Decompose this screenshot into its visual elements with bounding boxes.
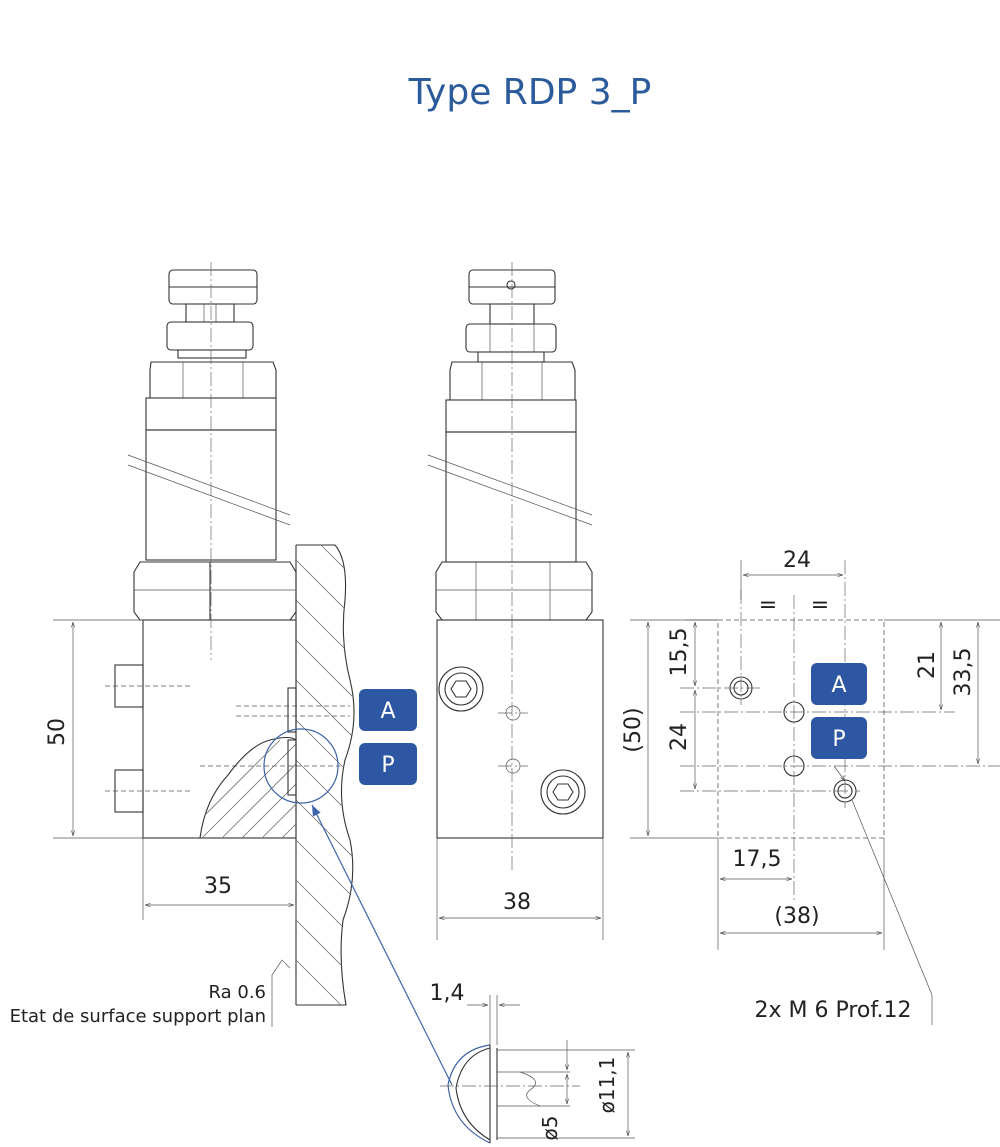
port-badge-p: P bbox=[359, 743, 417, 785]
dim-right-21: 21 bbox=[884, 619, 1000, 710]
dim-left-width-label: 35 bbox=[204, 874, 232, 899]
port-badge-p-label: P bbox=[381, 753, 394, 778]
dim-right-38-label: (38) bbox=[774, 904, 819, 929]
equal-mark-right: = bbox=[811, 593, 829, 618]
port-badge-a-right-label: A bbox=[831, 673, 846, 698]
surface-note: Ra 0.6 Etat de surface support plan bbox=[10, 959, 291, 1027]
port-badge-a: A bbox=[359, 689, 417, 731]
dim-mid-width-label: 38 bbox=[503, 890, 531, 915]
detail-d5-label: ø5 bbox=[538, 1116, 562, 1141]
port-badge-p-right: P bbox=[811, 717, 867, 759]
port-badge-a-right: A bbox=[811, 663, 867, 705]
dim-right-33-5: 33,5 bbox=[951, 622, 978, 764]
equal-mark-left: = bbox=[759, 593, 777, 618]
dim-left-height-label: 50 bbox=[45, 718, 70, 746]
dim-left-width: 35 bbox=[142, 838, 297, 920]
roughness-label: Ra 0.6 bbox=[209, 982, 267, 1003]
dim-right-24-label: 24 bbox=[667, 723, 692, 751]
detail-leader bbox=[311, 804, 453, 1086]
page-title: Type RDP 3_P bbox=[408, 72, 652, 113]
dim-mid-width: 38 bbox=[436, 838, 604, 940]
surface-label: Etat de surface support plan bbox=[10, 1006, 266, 1027]
left-view bbox=[105, 262, 355, 1006]
middle-view bbox=[427, 262, 604, 870]
dim-right-24: 24 bbox=[667, 690, 695, 789]
thread-note: 2x M 6 Prof.12 bbox=[754, 765, 933, 1025]
detail-view: 1,4 ø11,1 ø5 bbox=[430, 981, 635, 1144]
dim-right-21-label: 21 bbox=[915, 651, 940, 679]
detail-d11-1-label: ø11,1 bbox=[595, 1057, 619, 1114]
port-badge-p-right-label: P bbox=[832, 727, 845, 752]
dim-right-50: (50) bbox=[621, 619, 718, 839]
detail-1-4-label: 1,4 bbox=[430, 981, 465, 1006]
dim-right-33-5-label: 33,5 bbox=[951, 648, 976, 697]
dim-right-top-label: 24 bbox=[783, 548, 811, 573]
dim-right-top: 24 = = bbox=[740, 548, 843, 618]
dim-right-38: (38) bbox=[720, 838, 885, 950]
port-badge-a-label: A bbox=[380, 699, 395, 724]
dim-right-17-5: 17,5 bbox=[717, 838, 792, 950]
dim-right-17-5-label: 17,5 bbox=[733, 847, 782, 872]
dim-right-15-5: 15,5 bbox=[667, 619, 718, 686]
dim-left-height: 50 bbox=[45, 619, 143, 839]
dim-right-15-5-label: 15,5 bbox=[667, 628, 692, 677]
dim-right-50-label: (50) bbox=[621, 707, 646, 752]
thread-note-label: 2x M 6 Prof.12 bbox=[754, 998, 911, 1023]
